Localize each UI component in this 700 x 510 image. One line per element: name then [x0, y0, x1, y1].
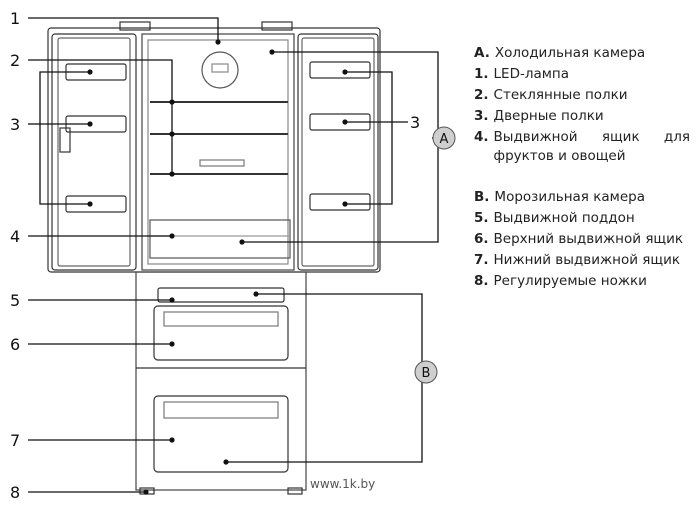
legend: A.Холодильная камера 1.LED-лампа 2.Стекл… [474, 44, 690, 293]
fridge-interior [141, 33, 295, 271]
callout-3-left: 3 [10, 115, 20, 134]
callout-1: 1 [10, 9, 20, 28]
legend-item-3: 3.Дверные полки [474, 108, 604, 124]
legend-item-a: A.Холодильная камера [474, 45, 646, 61]
callout-7: 7 [10, 431, 20, 450]
legend-item-1: 1.LED-лампа [474, 66, 570, 82]
lower-drawer [153, 395, 289, 473]
legend-item-b: B.Морозильная камера [474, 189, 645, 205]
upper-drawer [153, 305, 289, 361]
callout-2: 2 [10, 51, 20, 70]
callout-8: 8 [10, 483, 20, 502]
bracket-b [226, 293, 423, 463]
legend-item-2: 2.Стеклянные полки [474, 87, 628, 103]
bracket-a [242, 51, 439, 243]
callout-3-right: 3 [410, 113, 420, 132]
pull-out-tray [157, 287, 285, 303]
top-hinge-right [261, 21, 293, 31]
left-door [51, 33, 137, 271]
legend-item-4: 4.Выдвижной ящик для фруктов и овощей [474, 129, 690, 164]
freezer-body [135, 271, 307, 495]
watermark: www.1k.by [310, 477, 375, 491]
right-door-shelf-1 [309, 61, 371, 79]
legend-item-7: 7.Нижний выдвижной ящик [474, 252, 681, 268]
legend-item-5: 5.Выдвижной поддон [474, 210, 635, 226]
callout-4: 4 [10, 227, 20, 246]
marker-b-label: B [422, 366, 431, 381]
leveling-foot-right [287, 487, 303, 495]
right-door-shelf-3 [309, 193, 371, 211]
leader-3-right [345, 71, 393, 205]
marker-a-label: A [440, 132, 449, 147]
right-door [297, 33, 379, 271]
top-hinge-left [119, 21, 151, 31]
legend-item-6: 6.Верхний выдвижной ящик [474, 231, 684, 247]
legend-item-8: 8.Регулируемые ножки [474, 273, 647, 289]
led-lamp-housing [201, 51, 239, 89]
callout-6: 6 [10, 335, 20, 354]
marker-a [432, 126, 456, 150]
leader-2 [28, 59, 173, 174]
callout-5: 5 [10, 291, 20, 310]
crisper-drawer [149, 219, 291, 259]
leader-1 [28, 17, 219, 42]
marker-b [414, 360, 438, 384]
